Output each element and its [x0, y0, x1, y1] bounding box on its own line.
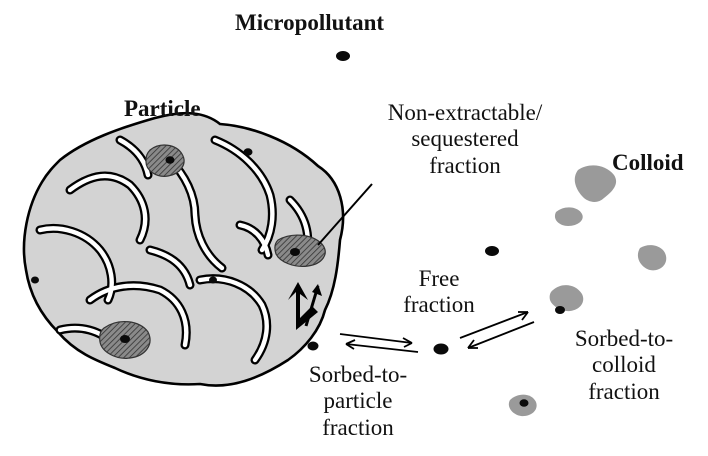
micropollutant-dot-free: [434, 344, 449, 355]
non-extractable-line-3: fraction: [352, 153, 578, 179]
micropollutant-dot: [209, 277, 217, 284]
micropollutant-dot-sorbed-particle: [308, 342, 319, 351]
micropollutant-dot: [290, 248, 300, 256]
sorbed-colloid-line-1: Sorbed-to-: [554, 326, 694, 352]
sorbed-particle-line-1: Sorbed-to-: [282, 362, 434, 388]
micropollutant-dot: [166, 156, 175, 164]
sorbed-colloid-line-2: colloid: [554, 352, 694, 378]
non-extractable-label: Non-extractable/ sequestered fraction: [352, 100, 578, 179]
free-fraction-label: Free fraction: [383, 266, 495, 319]
free-line-1: Free: [383, 266, 495, 292]
micropollutant-dot: [120, 335, 130, 343]
micropollutant-dot: [244, 148, 253, 156]
non-extractable-line-1: Non-extractable/: [352, 100, 578, 126]
micropollutant-dot-free: [485, 246, 499, 256]
colloid-shape: [638, 245, 666, 270]
sorbed-to-particle-label: Sorbed-to- particle fraction: [282, 362, 434, 441]
sequestered-region: [146, 145, 184, 176]
colloid-label: Colloid: [612, 150, 684, 176]
micropollutant-dot-sorbed-colloid: [520, 399, 529, 407]
free-line-2: fraction: [383, 292, 495, 318]
sorbed-particle-line-2: particle: [282, 388, 434, 414]
micropollutant-label: Micropollutant: [235, 10, 384, 36]
non-extractable-line-2: sequestered: [352, 126, 578, 152]
micropollutant-dot-free-top: [336, 51, 350, 61]
sorbed-colloid-line-3: fraction: [554, 379, 694, 405]
colloid-shape: [575, 165, 616, 202]
colloid-shape: [555, 207, 583, 226]
micropollutant-dot-sorbed-colloid: [555, 306, 565, 314]
equilibrium-arrows-particle-free: [340, 334, 418, 352]
colloid-shape: [550, 285, 584, 311]
sorbed-to-colloid-label: Sorbed-to- colloid fraction: [554, 326, 694, 405]
micropollutant-dot: [31, 277, 39, 284]
sorbed-particle-line-3: fraction: [282, 415, 434, 441]
particle-label: Particle: [124, 96, 201, 122]
